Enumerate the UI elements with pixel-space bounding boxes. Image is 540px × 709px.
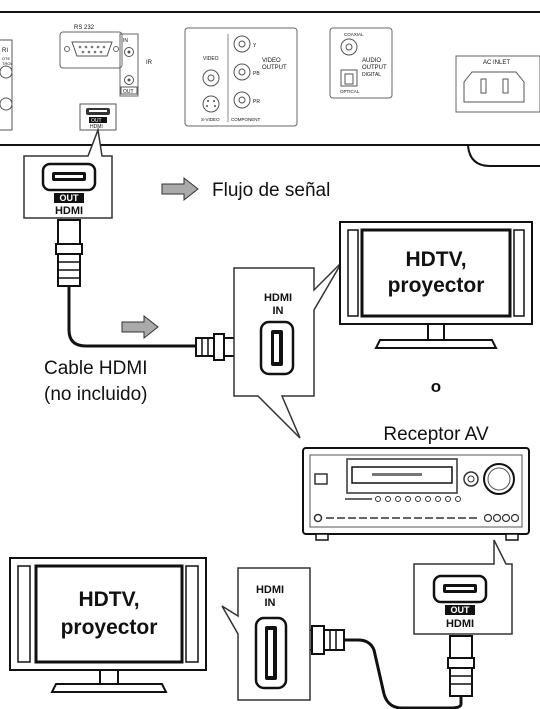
hdmi-cable-bottom — [287, 625, 475, 709]
tv-top-stand — [374, 339, 498, 349]
cable-label-line1: Cable HDMI — [44, 358, 147, 379]
callout-top-out-badge-bg — [54, 193, 84, 203]
panel-hdmi-port: OUT HDMI — [79, 103, 117, 131]
hdmi-in-top-label-line2: IN — [273, 305, 284, 317]
cable-plug-top — [57, 219, 81, 245]
video-output-label-1: VIDEO — [262, 58, 281, 64]
video-label: VIDEO — [203, 56, 219, 62]
tv-bottom: HDTV, proyector — [9, 557, 207, 693]
ac-inlet-label: AC INLET — [483, 60, 510, 66]
av-receiver: Receptor AV — [302, 424, 530, 541]
ir-ports: IN IR OUT — [119, 33, 153, 97]
signal-flow-arrow-icon — [161, 176, 199, 202]
tv-bottom-label-line1: HDTV, — [78, 588, 139, 611]
digital-label: DIGITAL — [362, 72, 381, 78]
signal-flow-label: Flujo de señal — [212, 180, 330, 201]
hdmi-in-top-label-line1: HDMI — [264, 292, 292, 304]
pr-label: PR — [253, 99, 260, 105]
panel-foot — [467, 145, 540, 167]
left-edge-text-1: RI — [2, 48, 8, 54]
tv-bottom-screen — [34, 564, 184, 664]
callout-top-out-badge: OUT — [60, 193, 80, 203]
video-output-label-2: OUTPUT — [262, 65, 287, 71]
tv-bottom-stand — [50, 683, 168, 693]
signal-direction-arrow-icon — [121, 314, 159, 340]
left-edge-text-2: OTE — [2, 56, 11, 61]
left-edge-text-3: TROL — [2, 61, 13, 66]
receiver-power-button — [314, 473, 328, 485]
cable-wire-top — [67, 286, 198, 348]
callout-bottom-hdmi-label: HDMI — [446, 618, 474, 630]
audio-output-label-2: OUTPUT — [362, 65, 387, 71]
pb-label: PB — [253, 71, 260, 77]
coaxial-label: COAXIAL — [344, 32, 364, 37]
hdmi-cable-top: Cable HDMI (no incluido) — [44, 219, 249, 405]
panel-hdmi-label: HDMI — [90, 124, 103, 130]
audio-output-label-1: AUDIO — [362, 58, 381, 64]
tv-top-screen — [360, 228, 512, 318]
hdmi-in-bottom-label-line2: IN — [265, 597, 276, 609]
rear-panel: RI OTE TROL RS 232 IN IR OUT — [0, 11, 540, 167]
ac-inlet: AC INLET — [455, 55, 540, 113]
ir-out-label: OUT — [123, 89, 134, 95]
or-label: o — [431, 377, 441, 396]
tv-bottom-label-line2: proyector — [61, 616, 158, 639]
cable-wire-bottom — [344, 638, 463, 709]
tv-top: HDTV, proyector — [339, 221, 533, 349]
panel-hdmi-out-badge: OUT — [91, 118, 102, 124]
hdmi-in-bottom-label-line1: HDMI — [256, 584, 284, 596]
optical-label: OPTICAL — [340, 89, 360, 94]
y-label: Y — [253, 43, 257, 49]
signal-flow-legend: Flujo de señal — [161, 176, 330, 202]
video-output-block: VIDEO S-VIDEO Y PB PR COMPONENT VIDEO OU… — [184, 27, 298, 127]
cable-label-line2: (no incluido) — [44, 384, 148, 405]
callout-top: OUT HDMI — [23, 127, 113, 219]
audio-output-block: COAXIAL AUDIO OUTPUT DIGITAL OPTICAL — [329, 27, 393, 99]
callout-top-hdmi-label: HDMI — [55, 205, 83, 217]
callout-bottom: OUT HDMI — [413, 539, 513, 635]
component-label: COMPONENT — [231, 117, 261, 122]
hdmi-in-callout-top: HDMI IN — [233, 261, 343, 439]
s-video-label: S-VIDEO — [201, 117, 220, 122]
rs232-label: RS 232 — [74, 25, 95, 31]
callout-bottom-out-badge: OUT — [451, 605, 471, 615]
left-edge-connector: RI OTE TROL — [0, 39, 13, 131]
receiver-label: Receptor AV — [383, 424, 489, 445]
tv-top-label-line2: proyector — [388, 274, 485, 297]
hdmi-in-callout-bottom: HDMI IN — [221, 567, 311, 701]
ir-in-label: IN — [123, 38, 128, 44]
ir-label: IR — [146, 60, 153, 66]
rs232-port: RS 232 — [59, 25, 123, 69]
tv-top-label-line1: HDTV, — [405, 248, 466, 271]
